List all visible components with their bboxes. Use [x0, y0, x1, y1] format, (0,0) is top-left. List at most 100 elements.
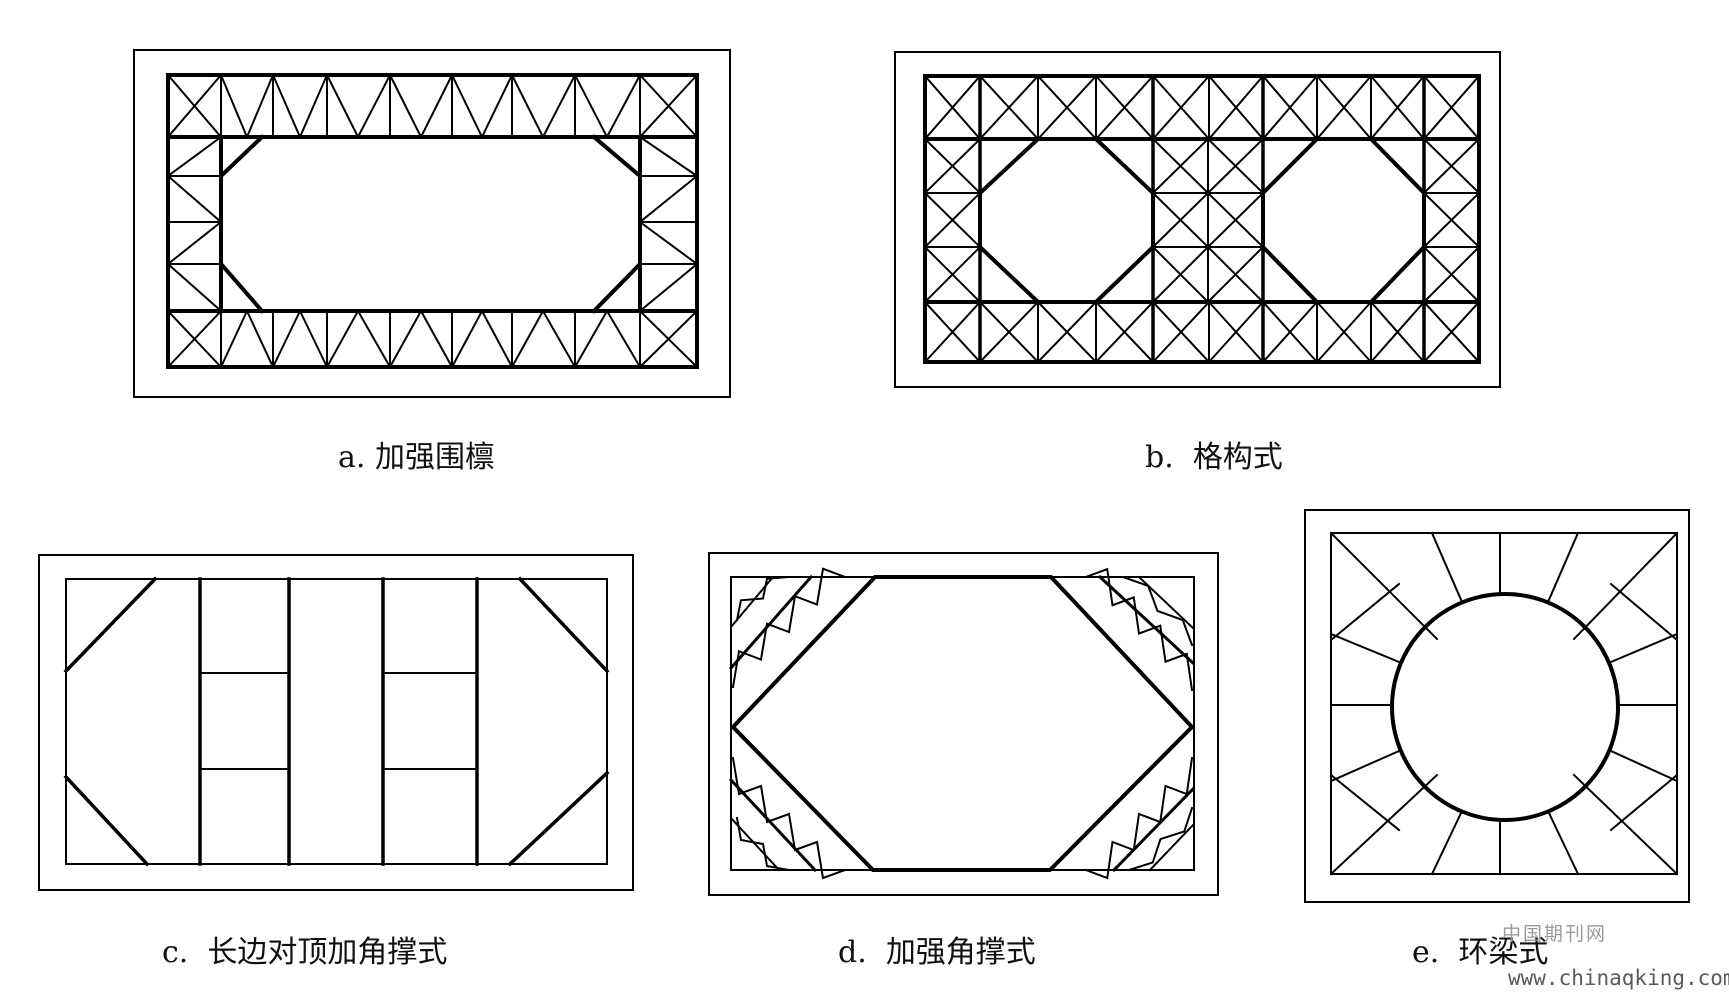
corner-diagonal [638, 73, 699, 139]
lacing-top-left [731, 567, 847, 689]
radial-strut [1546, 809, 1580, 876]
corner-diagonal [638, 309, 699, 369]
lattice-diagonal [1094, 74, 1155, 141]
radial-strut [1430, 531, 1464, 604]
lattice-diagonal [1151, 74, 1211, 141]
lattice-diagonal [1206, 137, 1265, 195]
radial-strut [1609, 582, 1679, 642]
corner-brace [63, 774, 150, 867]
outer-wall [133, 49, 731, 398]
lacing-top-left [735, 575, 791, 622]
lattice-diagonal [1207, 300, 1265, 364]
lattice-diagonal [1315, 300, 1373, 364]
watermark-cn: 中国期刊网 [1502, 923, 1608, 945]
lattice-diagonal [1036, 74, 1098, 141]
corner-brace [218, 261, 265, 314]
radial-strut [1572, 773, 1679, 876]
parallel-brace [1111, 786, 1196, 873]
radial-strut [1329, 632, 1401, 664]
lattice-diagonal [978, 300, 1040, 364]
diagram-e-ring-beam [1304, 509, 1690, 903]
parallel-brace [1148, 823, 1195, 872]
lacing-top-right [1121, 575, 1194, 647]
lacing-bottom-right [1127, 806, 1194, 872]
diagram-d-reinforced-corner-brace [708, 552, 1219, 896]
lacing-bottom-right [1084, 756, 1194, 880]
diagram-a-reinforced-wale [133, 49, 731, 398]
caption-d: d. 加强角撑式 [838, 935, 1036, 970]
lattice-diagonal [1094, 300, 1155, 364]
corner-diagonal [166, 73, 223, 139]
radial-strut [1430, 809, 1464, 876]
lacing-bottom-left [735, 816, 791, 872]
main-diamond-brace [730, 575, 1195, 872]
corner-brace [517, 576, 610, 674]
caption-b: b. 格构式 [1145, 440, 1283, 475]
lattice-diagonal [1422, 245, 1481, 304]
parallel-brace [728, 777, 818, 873]
lattice-diagonal [1206, 191, 1265, 249]
corner-brace [218, 134, 265, 179]
lattice-diagonal [1422, 191, 1481, 249]
radial-strut [1329, 773, 1439, 876]
lattice-diagonal [1206, 245, 1265, 304]
octagon-right [1261, 137, 1426, 304]
corner-brace [507, 770, 610, 867]
lattice-diagonal [1261, 74, 1319, 141]
radial-strut [1329, 773, 1401, 832]
outer-wall [38, 554, 634, 891]
outer-wall [1304, 509, 1690, 903]
corner-brace [63, 576, 158, 674]
lattice-diagonal [1369, 74, 1426, 141]
corner-brace [591, 261, 643, 314]
lattice-diagonal [1422, 137, 1481, 195]
radial-strut [1572, 531, 1679, 641]
lattice-diagonal [1207, 74, 1265, 141]
right-band-lacing [638, 135, 699, 313]
radial-strut [1546, 531, 1580, 604]
left-band-lacing [166, 135, 223, 313]
diagram-c-long-side-strut-corner-brace [38, 554, 634, 891]
ring-beam [1390, 592, 1620, 822]
lattice-diagonal [923, 74, 982, 141]
lattice-diagonal [1036, 300, 1098, 364]
watermark-url: www.chinaqking.com [1508, 966, 1729, 990]
top-band-lacing [166, 72, 699, 140]
caption-a: a. 加强围檩 [338, 440, 495, 475]
lattice-outer [923, 74, 1481, 364]
radial-strut [1609, 773, 1679, 832]
radial-strut [1329, 749, 1401, 783]
radial-strut [1609, 632, 1679, 664]
lattice-diagonal [1151, 300, 1211, 364]
lacing-top-right [1084, 567, 1194, 692]
lattice-diagonal [1369, 300, 1426, 364]
radial-strut [1329, 582, 1401, 642]
corner-brace [591, 134, 643, 179]
radial-strut [1609, 749, 1679, 783]
outer-wall [894, 51, 1501, 388]
parallel-brace [728, 574, 814, 671]
caption-c: c. 长边对顶加角撑式 [162, 935, 448, 970]
lattice-diagonal [1315, 74, 1373, 141]
inner-wale [730, 576, 1195, 871]
octagon-left [978, 137, 1155, 304]
bottom-band-lacing [166, 308, 699, 370]
inner-wale [65, 578, 608, 865]
lattice-diagonal [1151, 137, 1210, 195]
lattice-diagonal [923, 245, 982, 304]
outer-wall [708, 552, 1219, 896]
parallel-brace [1097, 574, 1196, 666]
lattice-diagonal [1151, 245, 1210, 304]
lattice-diagonal [1261, 300, 1319, 364]
radial-strut [1329, 531, 1439, 641]
lattice-diagonal [1151, 191, 1210, 249]
lattice-diagonal [923, 191, 982, 249]
lacing-bottom-left [731, 756, 847, 880]
lattice-diagonal [1422, 300, 1481, 364]
lattice-diagonal [978, 74, 1040, 141]
corner-diagonal [166, 309, 223, 369]
caption-e: e. 环梁式 [1412, 935, 1549, 970]
lattice-diagonal [923, 137, 982, 195]
lattice-diagonal [923, 300, 982, 364]
